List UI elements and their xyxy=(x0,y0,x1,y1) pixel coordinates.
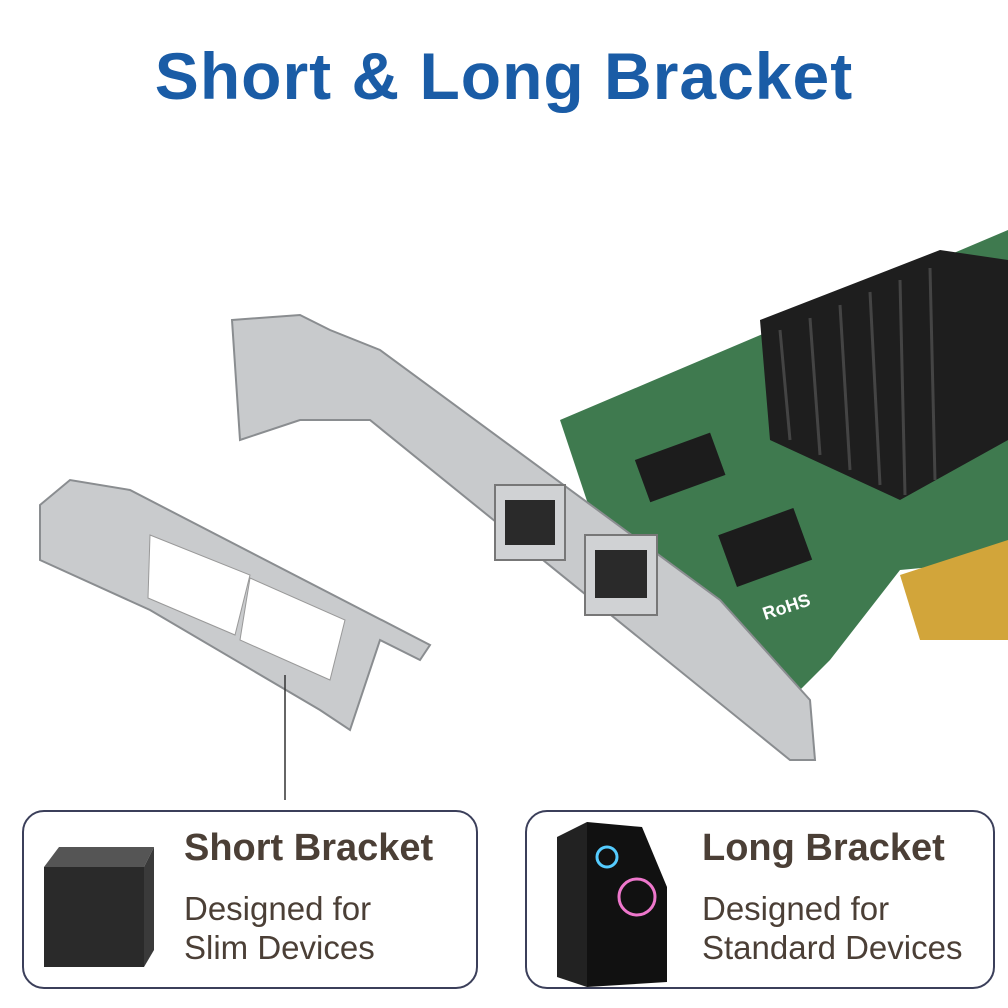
slim-pc-image xyxy=(44,847,154,967)
short-bracket-card: Short Bracket Designed for Slim Devices xyxy=(22,810,478,989)
long-bracket-heading: Long Bracket xyxy=(702,827,945,869)
heatsink xyxy=(760,250,1008,500)
tower-pc-image xyxy=(557,822,667,987)
network-card-illustration: RoHS xyxy=(39,230,1008,800)
chip xyxy=(634,432,726,503)
long-bracket-card: Long Bracket Designed for Standard Devic… xyxy=(525,810,995,989)
long-bracket-desc-2: Standard Devices xyxy=(702,929,963,966)
long-bracket-desc-1: Designed for xyxy=(702,890,890,927)
gold-connector xyxy=(900,540,1008,640)
short-bracket-desc-1: Designed for xyxy=(184,890,372,927)
page-title: Short & Long Bracket xyxy=(154,39,854,113)
chip xyxy=(718,507,813,587)
short-bracket-heading: Short Bracket xyxy=(184,827,434,869)
short-bracket-desc-2: Slim Devices xyxy=(184,929,375,966)
